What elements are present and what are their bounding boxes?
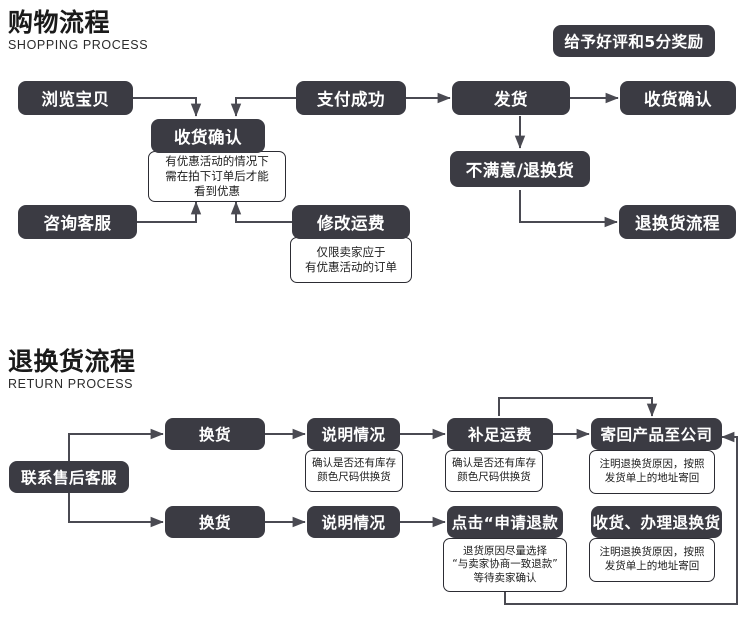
note-supplement-shipping-fee: 确认是否还有库存 颜色尺码供换货 — [445, 450, 543, 492]
note-line: 看到优惠 — [194, 183, 240, 198]
node-send-back-to-company[interactable]: 寄回产品至公司 — [591, 418, 722, 450]
note-line: 注明退换货原因，按照 — [599, 458, 705, 471]
note-line: 有优惠活动的订单 — [305, 260, 397, 274]
return-title-cn: 退换货流程 — [8, 347, 136, 376]
node-confirm-receipt-1[interactable]: 收货确认 — [151, 119, 265, 153]
note-line: 确认是否还有库存 — [312, 457, 396, 470]
node-dissatisfied-return[interactable]: 不满意/退换货 — [450, 151, 590, 187]
note-line: 发货单上的地址寄回 — [604, 560, 700, 572]
note-line: 颜色尺码供换货 — [317, 471, 391, 483]
note-explain-situation-1: 确认是否还有库存 颜色尺码供换货 — [305, 450, 403, 492]
note-line: 确认是否还有库存 — [452, 457, 536, 470]
section-heading-return: 退换货流程 RETURN PROCESS — [8, 349, 136, 391]
note-modify-shipping-fee: 仅限卖家应于 有优惠活动的订单 — [290, 237, 412, 283]
node-modify-shipping-fee[interactable]: 修改运费 — [292, 205, 410, 239]
note-receive-and-process-return: 注明退换货原因，按照 发货单上的地址寄回 — [589, 538, 715, 582]
note-line: 仅限卖家应于 — [316, 244, 386, 259]
note-line: 发货单上的地址寄回 — [604, 472, 700, 484]
node-apply-refund[interactable]: 点击“申请退款 — [447, 506, 563, 538]
note-line: 等待卖家确认 — [473, 571, 537, 584]
node-exchange-2[interactable]: 换货 — [165, 506, 265, 538]
node-good-review-reward[interactable]: 给予好评和5分奖励 — [553, 25, 715, 57]
node-contact-service[interactable]: 咨询客服 — [18, 205, 137, 239]
node-explain-situation-1[interactable]: 说明情况 — [307, 418, 400, 450]
note-line: “与卖家协商一致退款” — [452, 558, 558, 571]
note-line: 颜色尺码供换货 — [457, 471, 531, 483]
shopping-title-en: SHOPPING PROCESS — [8, 38, 149, 52]
note-confirm-receipt-1: 有优惠活动的情况下 需在拍下订单后才能 看到优惠 — [148, 151, 286, 202]
note-apply-refund: 退货原因尽量选择 “与卖家协商一致退款” 等待卖家确认 — [443, 538, 567, 592]
node-shipped[interactable]: 发货 — [452, 81, 570, 115]
node-payment-success[interactable]: 支付成功 — [296, 81, 406, 115]
node-receive-and-process-return[interactable]: 收货、办理退换货 — [591, 506, 722, 538]
return-title-en: RETURN PROCESS — [8, 377, 134, 391]
node-return-process-link[interactable]: 退换货流程 — [619, 205, 736, 239]
shopping-title-cn: 购物流程 — [8, 8, 111, 37]
node-browse[interactable]: 浏览宝贝 — [18, 81, 133, 115]
node-supplement-shipping-fee[interactable]: 补足运费 — [447, 418, 553, 450]
node-explain-situation-2[interactable]: 说明情况 — [307, 506, 400, 538]
note-line: 有优惠活动的情况下 — [165, 154, 269, 169]
note-send-back-to-company: 注明退换货原因，按照 发货单上的地址寄回 — [589, 450, 715, 494]
node-contact-after-sales[interactable]: 联系售后客服 — [9, 461, 129, 493]
note-line: 注明退换货原因，按照 — [599, 546, 705, 559]
node-confirm-receipt-2[interactable]: 收货确认 — [620, 81, 736, 115]
note-line: 需在拍下订单后才能 — [165, 169, 269, 184]
section-heading-shopping: 购物流程 SHOPPING PROCESS — [8, 10, 148, 52]
note-line: 退货原因尽量选择 — [463, 544, 547, 557]
node-exchange-1[interactable]: 换货 — [165, 418, 265, 450]
